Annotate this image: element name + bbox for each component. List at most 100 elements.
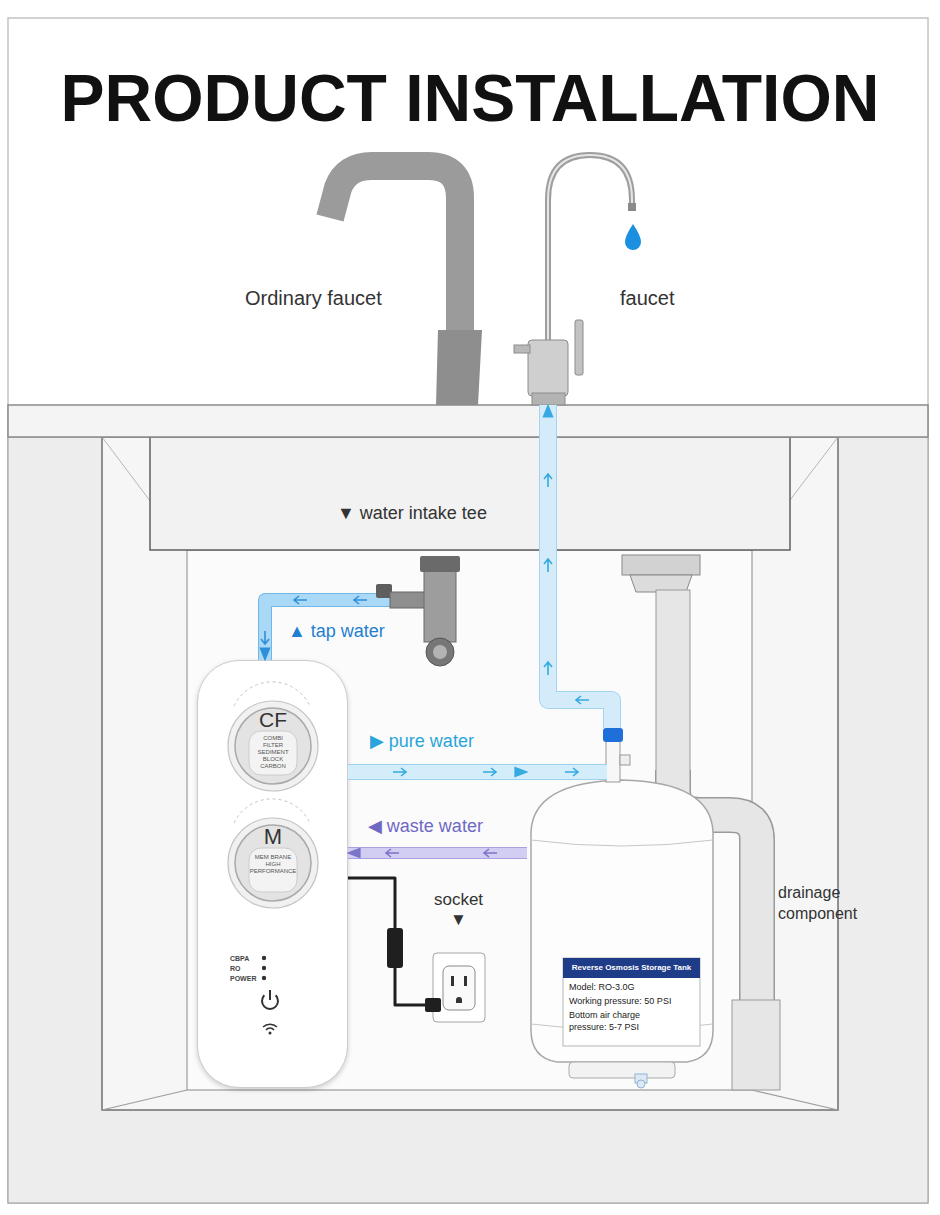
flow-label: ◀ waste water: [368, 816, 483, 837]
cartridge-window: [249, 731, 297, 775]
power-plug: [425, 998, 441, 1012]
indicator-light: [262, 976, 266, 980]
ro-faucet-neck: [548, 155, 632, 345]
membrane-cartridge: M MEM BRANE HIGH PERFORMANCE: [227, 817, 319, 909]
socket-ground: [456, 997, 462, 1003]
socket-slot: [451, 976, 454, 986]
tee-body: [424, 560, 456, 642]
dial-arc: [234, 682, 310, 706]
drainage-component: [732, 1000, 780, 1090]
ordinary-faucet: [330, 166, 460, 335]
waste-water-pipe: [348, 848, 527, 858]
diagram-title: PRODUCT INSTALLATION: [0, 62, 940, 135]
cartridge-window: [249, 848, 297, 892]
drain-cone: [630, 575, 692, 592]
flow-arrow: [576, 696, 589, 704]
pipe-outline: [348, 764, 527, 780]
tank-spec: Working pressure: 50 PSI: [569, 996, 675, 1008]
cabinet-opening: [102, 437, 838, 1110]
socket-face: [443, 966, 475, 1010]
socket-slot: [464, 976, 467, 986]
flow-arrow: [565, 768, 578, 776]
power-cord: [348, 878, 425, 1005]
pipe-outline: [348, 847, 527, 859]
indicator-label: CBPA: [230, 955, 249, 962]
cabinet-back-panel: [187, 550, 752, 1090]
wifi-icon: [269, 1032, 272, 1035]
tank-label-heading: Reverse Osmosis Storage Tank: [563, 963, 700, 973]
cartridge-description: COMBI FILTER SEDIMENT BLOCK CARBON: [258, 735, 289, 769]
part-label: drainage component: [778, 883, 857, 925]
cartridge-code: M: [227, 826, 319, 848]
tank-outline: [527, 728, 718, 1090]
flow-arrow: [393, 768, 406, 776]
power-icon: [262, 995, 278, 1009]
connector-group: [261, 596, 335, 660]
valve-body: [390, 592, 426, 608]
power-adapter: [387, 928, 403, 968]
flow-label: ▶ pure water: [370, 731, 474, 752]
tee-label: ▼ water intake tee: [337, 503, 487, 524]
storage-tank: Reverse Osmosis Storage TankModel: RO-3.…: [527, 728, 718, 1090]
ro-faucet-lever: [514, 345, 530, 353]
cabinet-edge: [102, 1090, 187, 1110]
flow-arrow: [354, 596, 367, 604]
flow-arrow: [544, 662, 552, 675]
flow-arrow: [484, 849, 497, 857]
flow-arrow: [261, 631, 269, 644]
pure-water-pipe: [348, 765, 527, 779]
tank-base: [569, 1062, 675, 1078]
faucet-label: faucet: [620, 287, 674, 310]
pure-water-pipe: [527, 765, 607, 779]
water-drop: [625, 224, 641, 250]
tank-fitting: [606, 740, 620, 782]
tank-valve: [620, 755, 630, 765]
dial-arc: [234, 799, 310, 823]
ro-faucet-tip: [628, 203, 636, 211]
tee-bottom-nut: [426, 638, 454, 666]
cartridge-ring: [228, 701, 318, 791]
indicator-label: RO: [230, 965, 241, 972]
ro-faucet-body: [528, 340, 568, 396]
drain-flange: [622, 555, 700, 575]
socket-node: socket ▼: [425, 888, 492, 1022]
tank-seam: [531, 840, 713, 846]
filter-unit: CBPAROPOWERCFCOMBI FILTER SEDIMENT BLOCK…: [197, 660, 348, 1088]
tank-label-band: [563, 958, 700, 978]
cartridge-code: CF: [227, 709, 319, 730]
wifi-icon: [263, 1024, 277, 1027]
pipe-outline: [548, 405, 612, 728]
faucet-supply-pipe: [548, 405, 612, 728]
flow-arrow: [544, 474, 552, 487]
indicator-light: [262, 966, 266, 970]
flow-arrow: [294, 596, 307, 604]
tank-spec: Model: RO-3.0G: [569, 982, 675, 994]
intake-tee-node: ▼ water intake tee: [335, 500, 510, 665]
pipe-outline: [527, 764, 607, 780]
tee-bottom-nut: [433, 645, 447, 659]
connector-group: [348, 849, 527, 857]
drain-pipe: [656, 590, 690, 780]
flow-arrow: [483, 768, 496, 776]
connector-group: [348, 768, 527, 776]
countertop: [8, 405, 928, 437]
tank-cap: [603, 728, 623, 742]
indicator-light: [262, 956, 266, 960]
flow-arrow: [544, 559, 552, 572]
tank-body: [531, 780, 713, 1062]
socket-label: socket ▼: [434, 890, 483, 931]
cabinet-body: [8, 437, 928, 1203]
ordinary-faucet-base: [436, 330, 482, 405]
cartridge-ring: [228, 818, 318, 908]
wifi-icon: [266, 1028, 274, 1030]
filter-cartridge: CF COMBI FILTER SEDIMENT BLOCK CARBON: [227, 700, 319, 792]
cartridge-description: MEM BRANE HIGH PERFORMANCE: [250, 854, 297, 875]
pipe-outline: [265, 600, 335, 660]
tank-nipple: [637, 1080, 645, 1088]
ro-faucet-handle: [575, 320, 583, 375]
